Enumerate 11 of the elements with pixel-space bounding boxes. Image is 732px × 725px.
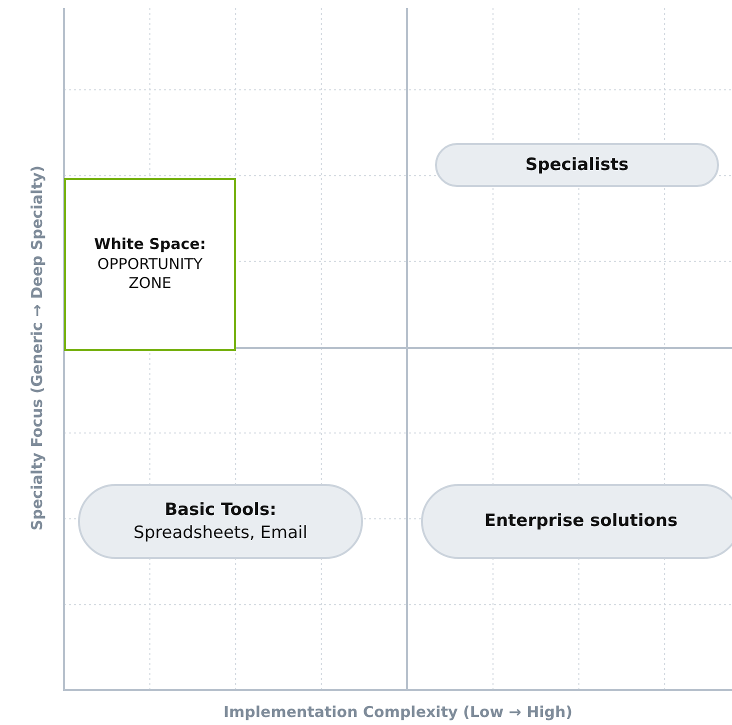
x-axis-title: Implementation Complexity (Low → High) [223,703,573,721]
y-axis-title: Specialty Focus (Generic → Deep Specialty) [28,165,46,531]
quadrant-pill [435,143,719,187]
opportunity-zone-box [64,178,236,351]
quadrant-label: Enterprise solutions [484,510,678,533]
heading-text: Basic Tools: [164,499,276,522]
body-text: Spreadsheets, Email [134,522,308,544]
quadrant-label: Specialists [525,154,629,176]
heading-text: White Space: [94,235,206,255]
body-text: OPPORTUNITY ZONE [96,254,204,294]
quadrant-pill [421,484,732,559]
